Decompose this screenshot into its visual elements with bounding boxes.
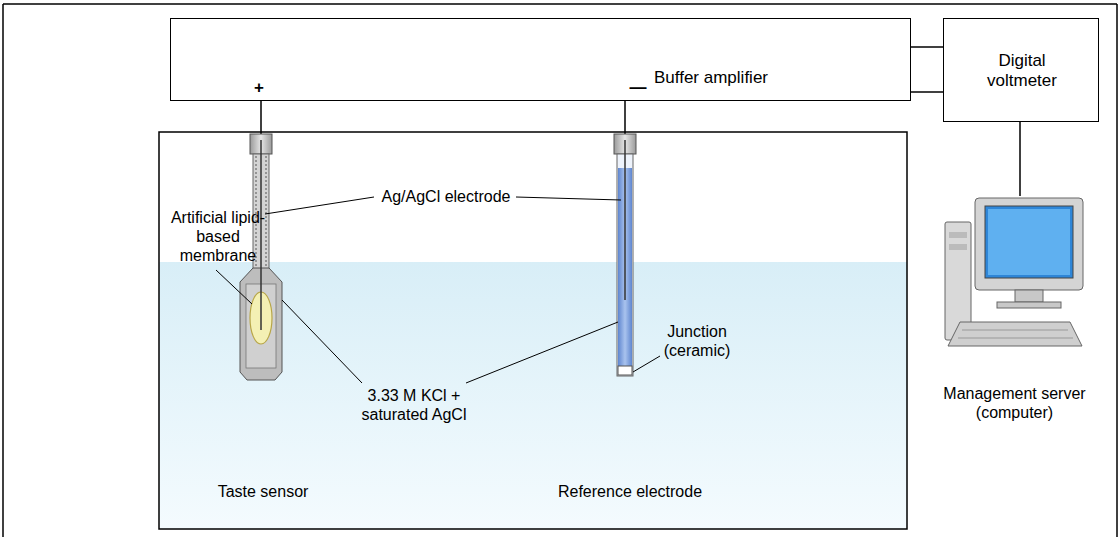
box-title: Digital voltmeter [972, 51, 1072, 92]
signal-line [911, 47, 943, 48]
reference-electrode [614, 134, 636, 376]
part-label: Reference electrode [555, 482, 705, 501]
part-label: Junction (ceramic) [652, 322, 742, 360]
part-label: Ag/AgCl electrode [376, 187, 516, 206]
voltmeter-box: Digital voltmeter [943, 18, 1099, 122]
box-title: Buffer amplifier [654, 68, 768, 88]
amplifier-box: Buffer amplifier + — [170, 18, 911, 101]
tank-frame [159, 132, 907, 529]
wire [624, 100, 626, 134]
terminal-sign: — [630, 78, 647, 98]
leader-line [216, 197, 660, 383]
part-label: Taste sensor [208, 482, 318, 501]
computer-icon [945, 198, 1083, 346]
wire [260, 100, 262, 134]
signal-line [911, 92, 943, 93]
wire [1019, 122, 1021, 196]
frame [3, 4, 1117, 537]
terminal-sign: + [254, 78, 264, 98]
part-label: Management server (computer) [927, 384, 1102, 422]
solution [159, 262, 907, 529]
part-label: 3.33 M KCl + saturated AgCl [350, 386, 478, 424]
part-label: Artificial lipid-based membrane [168, 208, 268, 266]
